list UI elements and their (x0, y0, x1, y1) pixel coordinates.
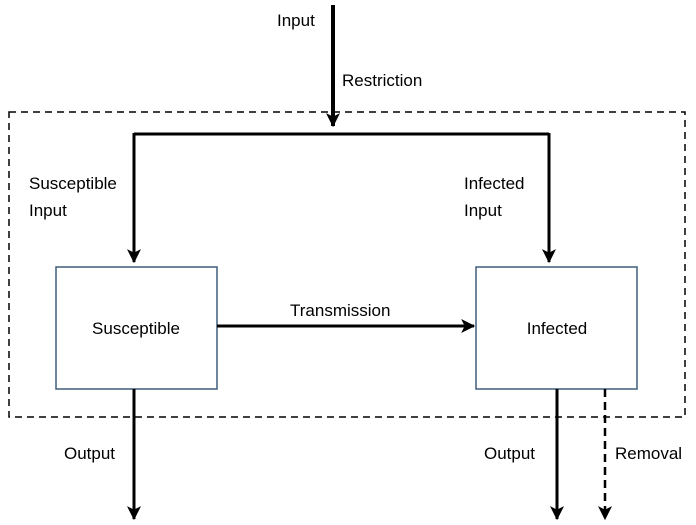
removal-label: Removal (615, 444, 682, 463)
susceptible-input-label-line2: Input (29, 201, 67, 220)
infected-input-label-line1: Infected (464, 174, 525, 193)
infected-input-label-line2: Input (464, 201, 502, 220)
input-label: Input (277, 11, 315, 30)
transmission-label: Transmission (290, 301, 390, 320)
susceptible-input-label-line1: Susceptible (29, 174, 117, 193)
output-right-label: Output (484, 444, 535, 463)
output-left-label: Output (64, 444, 115, 463)
infected-box (475, 266, 638, 390)
restriction-label: Restriction (342, 71, 422, 90)
susceptible-box (55, 266, 218, 390)
system-boundary (8, 111, 686, 418)
susceptible-box-label: Susceptible (92, 319, 180, 338)
infected-box-label: Infected (527, 319, 588, 338)
